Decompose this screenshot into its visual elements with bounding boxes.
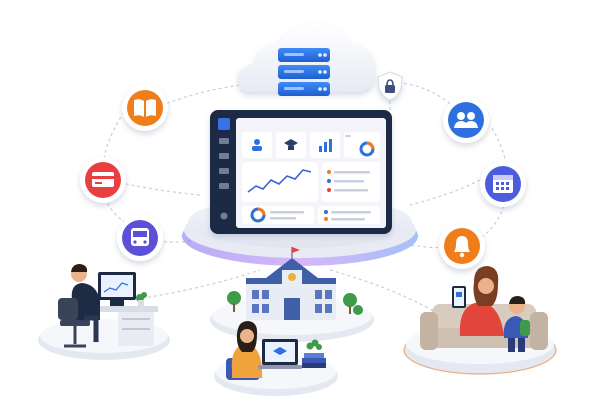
list-icon	[219, 153, 229, 159]
bell-icon	[454, 236, 470, 258]
credit-card-icon	[92, 172, 114, 187]
graduation-cap-icon	[284, 139, 298, 150]
home-icon	[218, 118, 230, 130]
module-users[interactable]	[443, 97, 489, 143]
dashboard-cards	[242, 132, 380, 158]
dashboard-tablet	[210, 110, 392, 234]
connector-lines	[102, 81, 507, 351]
line-chart-panel	[242, 162, 318, 202]
module-library[interactable]	[122, 85, 168, 131]
bottom-panels	[242, 206, 380, 224]
user-icon	[252, 139, 262, 151]
calendar-icon	[493, 175, 513, 193]
list-panel	[322, 162, 380, 202]
settings-icon	[220, 212, 228, 220]
users-icon	[454, 112, 478, 128]
donut-chart-icon	[359, 141, 375, 157]
bus-icon	[131, 228, 149, 246]
people-icon	[219, 138, 229, 144]
dashboard-sidebar	[218, 118, 230, 220]
student-with-laptop	[214, 321, 338, 396]
shield-lock-icon	[377, 71, 403, 101]
parent-and-child-with-tablet	[403, 266, 557, 375]
grid-icon	[219, 183, 229, 189]
bar-chart-icon	[319, 139, 332, 152]
server-stack-icon	[278, 48, 330, 96]
book-icon	[134, 99, 156, 117]
chart-icon	[219, 168, 229, 174]
admin-at-desk	[38, 264, 170, 360]
